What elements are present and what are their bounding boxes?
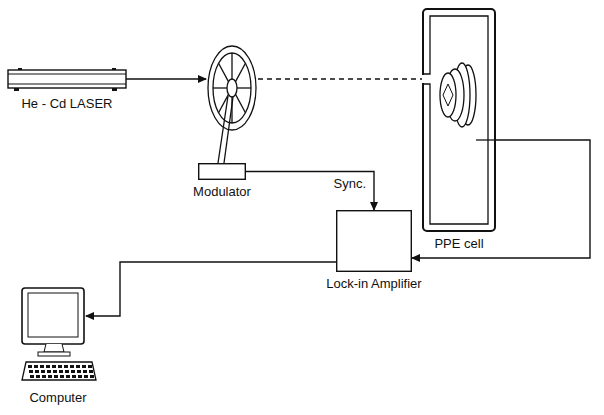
component-node: PPE cell xyxy=(422,8,496,232)
laser-beam xyxy=(126,78,206,80)
component-label: Modulator xyxy=(193,184,251,199)
component-shape xyxy=(198,163,246,180)
signal-line xyxy=(246,172,374,211)
chopper-wheel xyxy=(208,46,256,130)
component-node: He - Cd LASER xyxy=(8,68,126,90)
component-label: Computer xyxy=(29,390,86,405)
motor-wire xyxy=(224,97,233,163)
component-node: Computer xyxy=(20,286,96,384)
component-shape xyxy=(20,286,96,384)
chopped-beam xyxy=(258,78,422,80)
component-shape xyxy=(8,68,126,90)
component-shape xyxy=(422,8,496,232)
component-label: He - Cd LASER xyxy=(21,96,112,111)
component-label: PPE cell xyxy=(434,236,483,251)
signal-line xyxy=(86,262,336,316)
motor-wire xyxy=(218,96,228,163)
component-shape xyxy=(336,210,412,272)
signal-label: Sync. xyxy=(331,176,368,191)
component-node: Lock-in Amplifier xyxy=(336,210,412,272)
component-node: Modulator xyxy=(198,163,246,180)
component-label: Lock-in Amplifier xyxy=(326,276,421,291)
